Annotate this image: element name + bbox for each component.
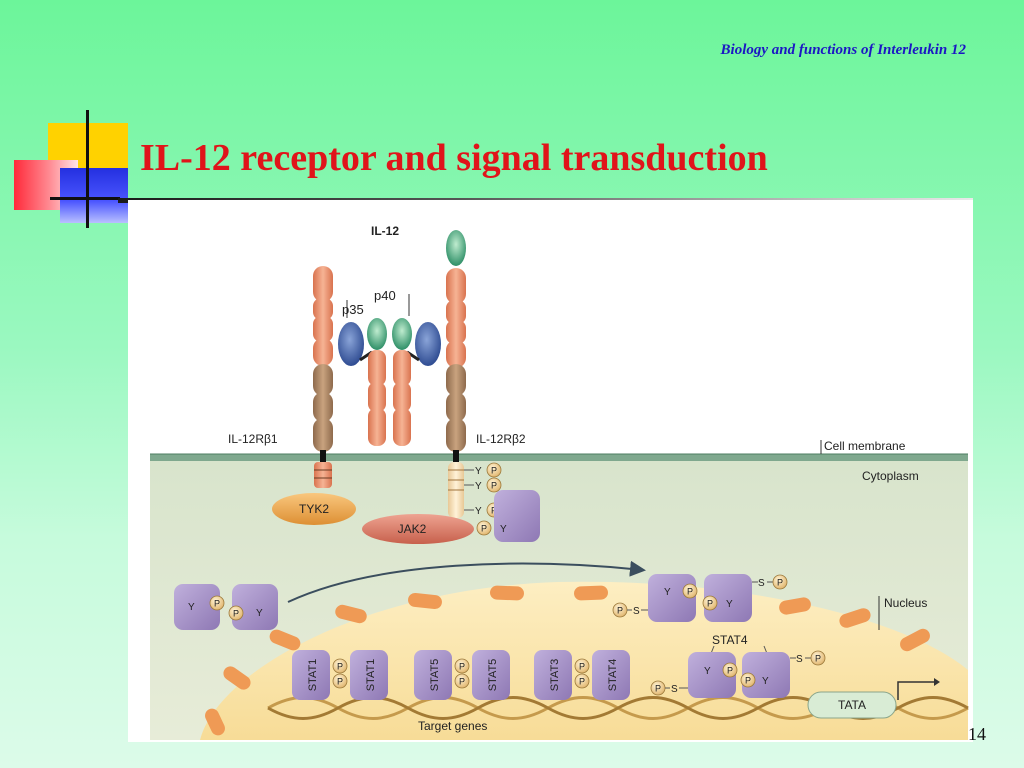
svg-text:Y: Y [188,602,195,613]
svg-text:P: P [617,606,623,616]
label-nucleus: Nucleus [884,596,927,610]
stat-dimer-3-right: STAT4 [607,659,619,692]
svg-text:P: P [727,666,733,676]
label-receptor-b2: IL-12Rβ2 [476,432,526,446]
receptor-b1 [313,266,333,488]
svg-text:S: S [671,684,678,695]
svg-text:P: P [337,662,343,672]
svg-text:Y: Y [726,599,733,610]
svg-text:Y: Y [664,587,671,598]
svg-text:P: P [337,677,343,687]
svg-text:S: S [796,654,803,665]
stat4-dimer: STAT4 Y Y P P S P P S [650,633,826,698]
svg-text:S: S [633,606,640,617]
decor-vertical-line [86,110,89,228]
label-il12: IL-12 [371,224,399,238]
svg-text:TYK2: TYK2 [299,502,329,516]
svg-text:P: P [707,599,713,609]
label-p40: p40 [374,288,396,303]
receptor-phosphotyrosines: Y P Y P Y P [464,462,502,518]
p40-domain [446,230,466,266]
svg-text:P: P [579,677,585,687]
svg-text:Y: Y [704,666,711,677]
cell-membrane [150,454,968,461]
stat-dimer-1: STAT1 STAT1 P P [292,650,388,700]
svg-text:P: P [579,662,585,672]
transcription-arrow [897,681,934,700]
svg-text:Y: Y [762,676,769,687]
svg-text:P: P [214,599,220,609]
svg-text:P: P [233,609,239,619]
stat-dimer-nuclear-top: Y Y P P S P P S [612,574,788,622]
stat-dimer-2-right: STAT5 [487,659,499,692]
receptor-b2 [446,230,466,518]
stat-dimer-cytoplasm: Y Y P P [174,584,278,630]
svg-text:P: P [777,578,783,588]
svg-text:P: P [745,676,751,686]
label-stat4: STAT4 [712,633,748,647]
nuclear-pores [205,585,930,736]
stat-dimer-1-right: STAT1 [365,659,377,692]
slide-number: 14 [968,724,986,744]
svg-text:P: P [815,654,821,664]
svg-text:P: P [491,466,497,476]
tyk2-kinase: TYK2 [272,493,356,525]
label-cytoplasm: Cytoplasm [862,469,919,483]
slide-header: Biology and functions of Interleukin 12 [720,42,966,58]
svg-text:JAK2: JAK2 [398,522,427,536]
decor-blue-square [60,168,128,223]
stat-dimer-2-left: STAT5 [429,659,441,692]
svg-text:P: P [655,684,661,694]
stat-dimer-3: STAT3 STAT4 P P [534,650,630,700]
signaling-diagram: IL-12 p40 p35 IL-12Rβ1 IL-12Rβ2 Cell mem… [128,200,973,742]
decor-horizontal-line [50,197,120,200]
svg-text:Y: Y [500,524,507,535]
label-target-genes: Target genes [418,719,487,733]
stat-dimer-1-left: STAT1 [307,659,319,692]
tata-box: TATA [807,691,897,719]
label-cell-membrane: Cell membrane [824,439,906,453]
svg-text:P: P [491,481,497,491]
label-p35: p35 [342,302,364,317]
label-receptor-b1: IL-12Rβ1 [228,432,278,446]
svg-text:Y: Y [475,506,482,517]
svg-text:P: P [459,677,465,687]
svg-text:P: P [481,524,487,534]
stat-dimer-2: STAT5 STAT5 P P [414,650,510,700]
svg-text:Y: Y [475,481,482,492]
stat-monomer-receptor: P Y [476,490,540,542]
svg-text:Y: Y [475,466,482,477]
jak2-kinase: JAK2 [362,514,474,544]
svg-text:Y: Y [256,608,263,619]
svg-text:P: P [687,587,693,597]
svg-text:P: P [459,662,465,672]
svg-text:S: S [758,578,765,589]
il12-ligand [338,294,441,446]
translocation-arrow [287,560,646,603]
svg-text:TATA: TATA [838,698,866,712]
slide-title: IL-12 receptor and signal transduction [140,137,768,179]
stat-dimer-3-left: STAT3 [549,659,561,692]
